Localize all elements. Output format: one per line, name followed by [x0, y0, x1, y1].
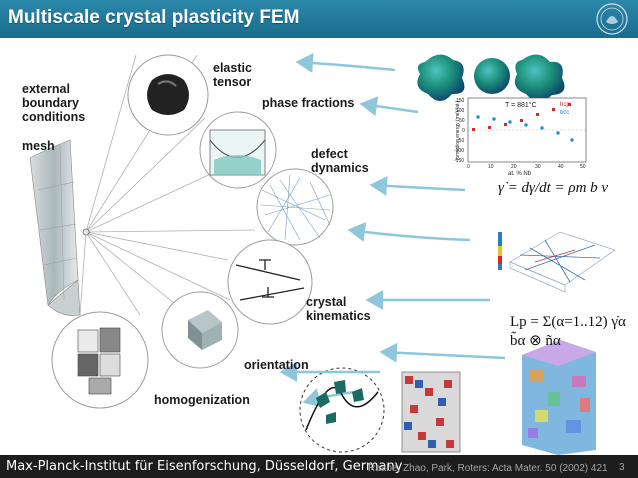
flow-arrows	[279, 52, 506, 408]
defect-dynamics-circle	[256, 168, 334, 246]
title-bar	[0, 0, 638, 38]
phase-diagram-inset	[209, 129, 266, 176]
bcc-points	[476, 115, 574, 142]
arrow-microstructure	[379, 342, 506, 363]
crystal-kinematics-circle	[227, 239, 313, 325]
arrow-homogenization	[302, 388, 356, 408]
arrow-dislocation	[347, 222, 471, 242]
orientation-crystal	[188, 310, 222, 350]
label-elastic-tensor: elastic tensor	[213, 61, 252, 89]
diagram: T = 881°C hcp bcc at. % Nb formation ene…	[29, 52, 616, 455]
homogenization-cubes	[77, 327, 121, 395]
footer-citation: Raabe, Zhao, Park, Roters: Acta Mater. 5…	[368, 463, 608, 474]
hcp-points	[472, 103, 571, 131]
label-homogenization: homogenization	[154, 393, 250, 407]
arrow-elastic	[295, 52, 396, 73]
footer-bar	[0, 455, 638, 478]
slide-title: Multiscale crystal plasticity FEM	[8, 7, 300, 28]
label-mesh: mesh	[22, 139, 55, 153]
dislocation-symbols	[235, 259, 305, 301]
arrow-defect	[369, 175, 466, 196]
plot-annotation: T = 881°C	[505, 101, 537, 109]
label-external-boundary: external boundary conditions	[22, 82, 86, 124]
plot-xlabel: at. % Nb	[508, 171, 532, 177]
homogenization-curve	[305, 380, 379, 431]
label-crystal-kinematics: crystal kinematics	[306, 295, 371, 323]
svg-text:100: 100	[456, 108, 465, 114]
legend-hcp: hcp	[560, 102, 570, 108]
label-orientation: orientation	[244, 358, 309, 372]
fe-column	[401, 371, 461, 453]
arrow-phase	[359, 96, 419, 117]
institute-seal-logo	[596, 3, 628, 35]
svg-text:20: 20	[511, 164, 517, 170]
svg-text:-50: -50	[457, 138, 464, 144]
plot-yticks: 150 100 50 0 -50 -100 -150	[454, 98, 465, 164]
velocity-gradient-equation: Lp = Σ(α=1..12) γ̇α b̃α ⊗ ñα	[510, 314, 626, 349]
polycrystal-block	[522, 340, 596, 455]
svg-text:30: 30	[535, 164, 541, 170]
legend-bcc: bcc	[560, 110, 569, 116]
orowan-equation: γ̇ = dγ/dt = ρm b v	[498, 180, 609, 196]
label-phase-fractions: phase fractions	[262, 96, 355, 110]
formation-energy-plot: T = 881°C hcp bcc at. % Nb formation ene…	[454, 97, 587, 177]
elastic-tensor-surface	[147, 74, 189, 115]
footer-institute: Max-Planck-Institut für Eisenforschung, …	[6, 459, 403, 474]
svg-text:40: 40	[558, 164, 564, 170]
plot-xticks: 0 10 20 30 40 50	[467, 164, 586, 170]
svg-text:10: 10	[488, 164, 494, 170]
fem-mesh	[29, 139, 90, 316]
svg-text:50: 50	[580, 164, 586, 170]
svg-text:50: 50	[459, 118, 465, 124]
elastic-surfaces	[417, 54, 565, 102]
svg-text:0: 0	[467, 164, 470, 170]
dislocation-box	[498, 231, 616, 293]
plot-ylabel: formation energy (meV/at.)	[455, 100, 461, 160]
page-number: 3	[619, 462, 625, 473]
svg-text:150: 150	[456, 98, 465, 104]
svg-text:0: 0	[462, 128, 465, 134]
dislocation-network	[259, 174, 331, 241]
label-defect-dynamics: defect dynamics	[311, 147, 369, 175]
svg-text:-150: -150	[454, 158, 464, 164]
svg-text:-100: -100	[454, 148, 464, 154]
